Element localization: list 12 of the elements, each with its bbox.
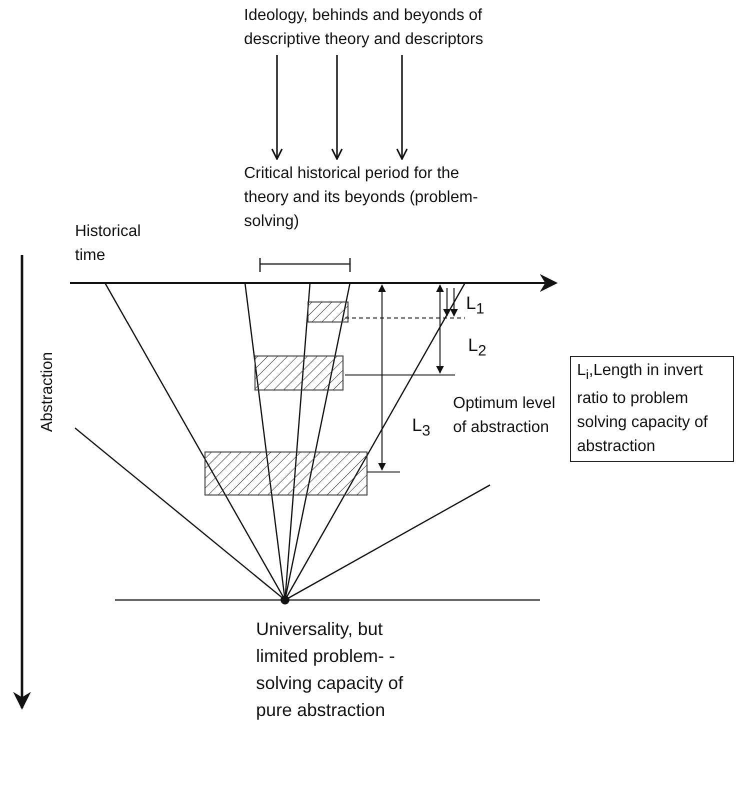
- arrow: [396, 55, 408, 160]
- dimension-label: L$_{3}$: [412, 414, 432, 442]
- annotation-text: Universality, but limited problem- -solving capacity of pure abstraction: [256, 618, 404, 722]
- annotation-text: Optimum level of abstraction: [453, 394, 556, 438]
- annotation-text: Ideology, behinds and beyonds of descriptive theory and descriptors: [244, 4, 489, 52]
- arrow: [271, 55, 283, 160]
- arrow: [331, 55, 343, 160]
- dimension-label: L$_{2}$: [468, 334, 488, 362]
- axis-label: Historical time: [75, 222, 142, 266]
- note-box: L$_{i}$,Length in invert ratio to problem solving capacity of abstraction: [570, 356, 734, 462]
- dimension-label: L$_{1}$: [466, 292, 486, 320]
- annotation-text: Critical historical period for the theory and its beyonds (problem-solving): [244, 162, 494, 234]
